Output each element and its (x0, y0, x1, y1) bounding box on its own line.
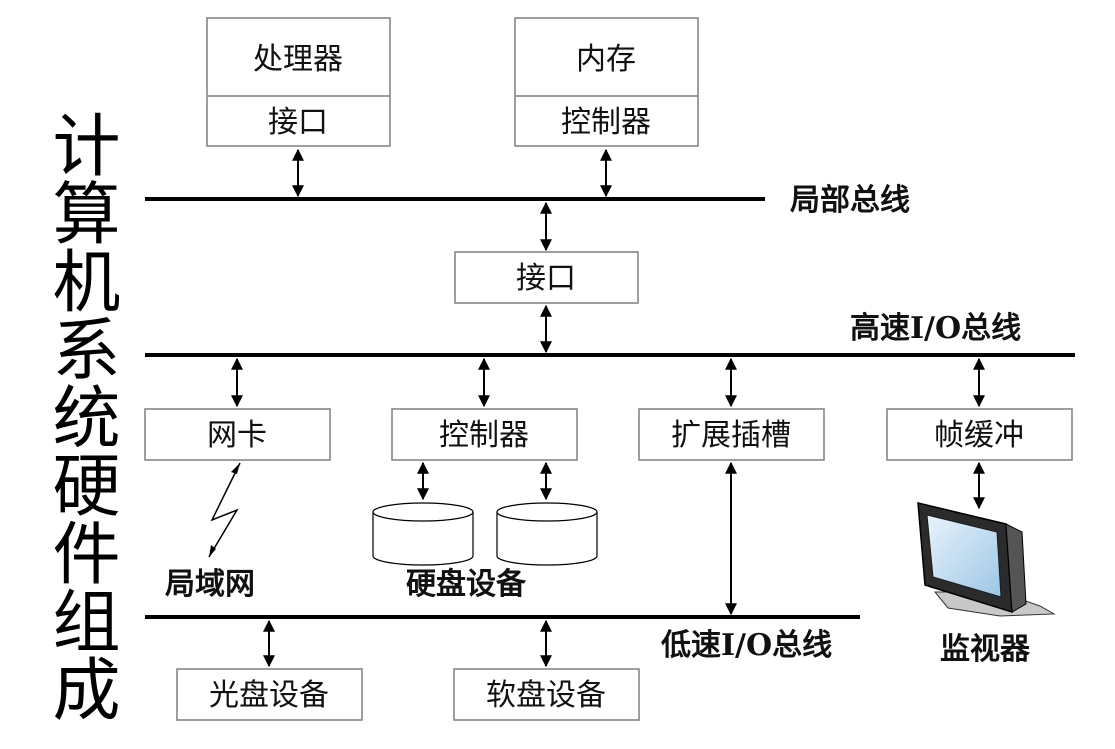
memory-controller-label: 控制器 (561, 105, 651, 140)
expansion-slot-box: 扩展插槽 (638, 408, 825, 461)
optical-disk-box: 光盘设备 (176, 668, 363, 721)
frame-buffer-label: 帧缓冲 (934, 418, 1024, 453)
memory-box: 内存 控制器 (514, 17, 699, 147)
monitor-label: 监视器 (940, 632, 1031, 667)
floppy-disk-label: 软盘设备 (486, 678, 606, 713)
hard-disk-2-icon (496, 502, 598, 566)
optical-disk-label: 光盘设备 (209, 678, 329, 713)
hard-disk-label: 硬盘设备 (406, 567, 527, 602)
diagram-title: 计算机系统硬件组成 (40, 110, 119, 722)
memory-label: 内存 (576, 42, 636, 77)
lan-link-arrowhead-top (231, 463, 240, 474)
bridge-interface-box: 接口 (454, 251, 639, 304)
processor-label: 处理器 (253, 42, 343, 77)
frame-buffer-box: 帧缓冲 (886, 408, 1073, 461)
hard-disk-1-icon (372, 502, 474, 566)
processor-interface-label: 接口 (268, 105, 328, 140)
disk-controller-box: 控制器 (391, 408, 578, 461)
bridge-interface-label: 接口 (516, 261, 576, 296)
monitor-icon (917, 502, 1056, 617)
floppy-disk-box: 软盘设备 (453, 668, 640, 721)
network-card-label: 网卡 (207, 418, 267, 453)
disk-controller-label: 控制器 (439, 418, 529, 453)
low-speed-bus-label: 低速I/O总线 (660, 628, 832, 663)
network-card-box: 网卡 (144, 408, 331, 461)
local-bus-label: 局部总线 (790, 183, 910, 218)
lan-link-arrowhead-bottom (209, 545, 216, 557)
expansion-slot-label: 扩展插槽 (671, 418, 791, 453)
high-speed-bus-label: 高速I/O总线 (850, 311, 1021, 346)
processor-box: 处理器 接口 (206, 17, 391, 147)
lan-link-zigzag (208, 462, 241, 558)
lan-label: 局域网 (165, 567, 255, 602)
